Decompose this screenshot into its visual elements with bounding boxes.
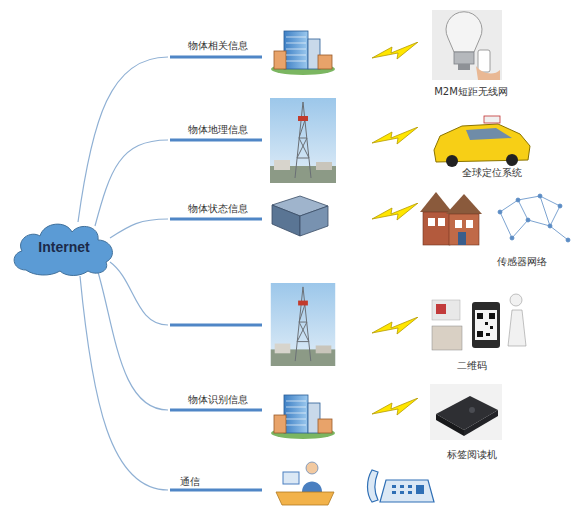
person-at-computer bbox=[276, 462, 334, 505]
tag-reader bbox=[430, 384, 502, 440]
branch-label: 物体地理信息 bbox=[188, 124, 248, 136]
wireless-bolt bbox=[372, 127, 418, 144]
building-icon bbox=[271, 395, 335, 439]
tower-photo bbox=[270, 98, 336, 183]
tower-photo bbox=[271, 283, 335, 366]
taxi-car bbox=[434, 116, 530, 167]
houses bbox=[420, 192, 482, 245]
wireless-bolt bbox=[372, 398, 418, 415]
image-caption: 全球定位系统 bbox=[462, 167, 522, 179]
desk-phone bbox=[368, 470, 435, 502]
building-icon bbox=[271, 31, 335, 75]
image-caption: 传感器网络 bbox=[497, 256, 547, 268]
wireless-bolt bbox=[372, 317, 418, 334]
internet-cloud: Internet bbox=[8, 216, 120, 278]
image-caption: M2M短距无线网 bbox=[434, 86, 508, 98]
branch-bars bbox=[170, 57, 262, 490]
branch-label: 物体相关信息 bbox=[188, 40, 248, 52]
branch-label: 物体识别信息 bbox=[188, 394, 248, 406]
gateway-device bbox=[272, 196, 328, 236]
image-caption: 二维码 bbox=[457, 360, 487, 372]
sensor-network bbox=[498, 194, 570, 242]
wireless-bolt bbox=[372, 42, 418, 59]
bulb-photo bbox=[432, 10, 502, 80]
qr-code-photo bbox=[432, 294, 526, 350]
wireless-bolt bbox=[372, 203, 418, 220]
image-caption: 标签阅读机 bbox=[447, 449, 497, 461]
branch-label: 物体状态信息 bbox=[188, 203, 248, 215]
node-label: Internet bbox=[8, 239, 120, 255]
branch-curves bbox=[78, 57, 168, 490]
branch-label: 通信 bbox=[180, 476, 200, 488]
